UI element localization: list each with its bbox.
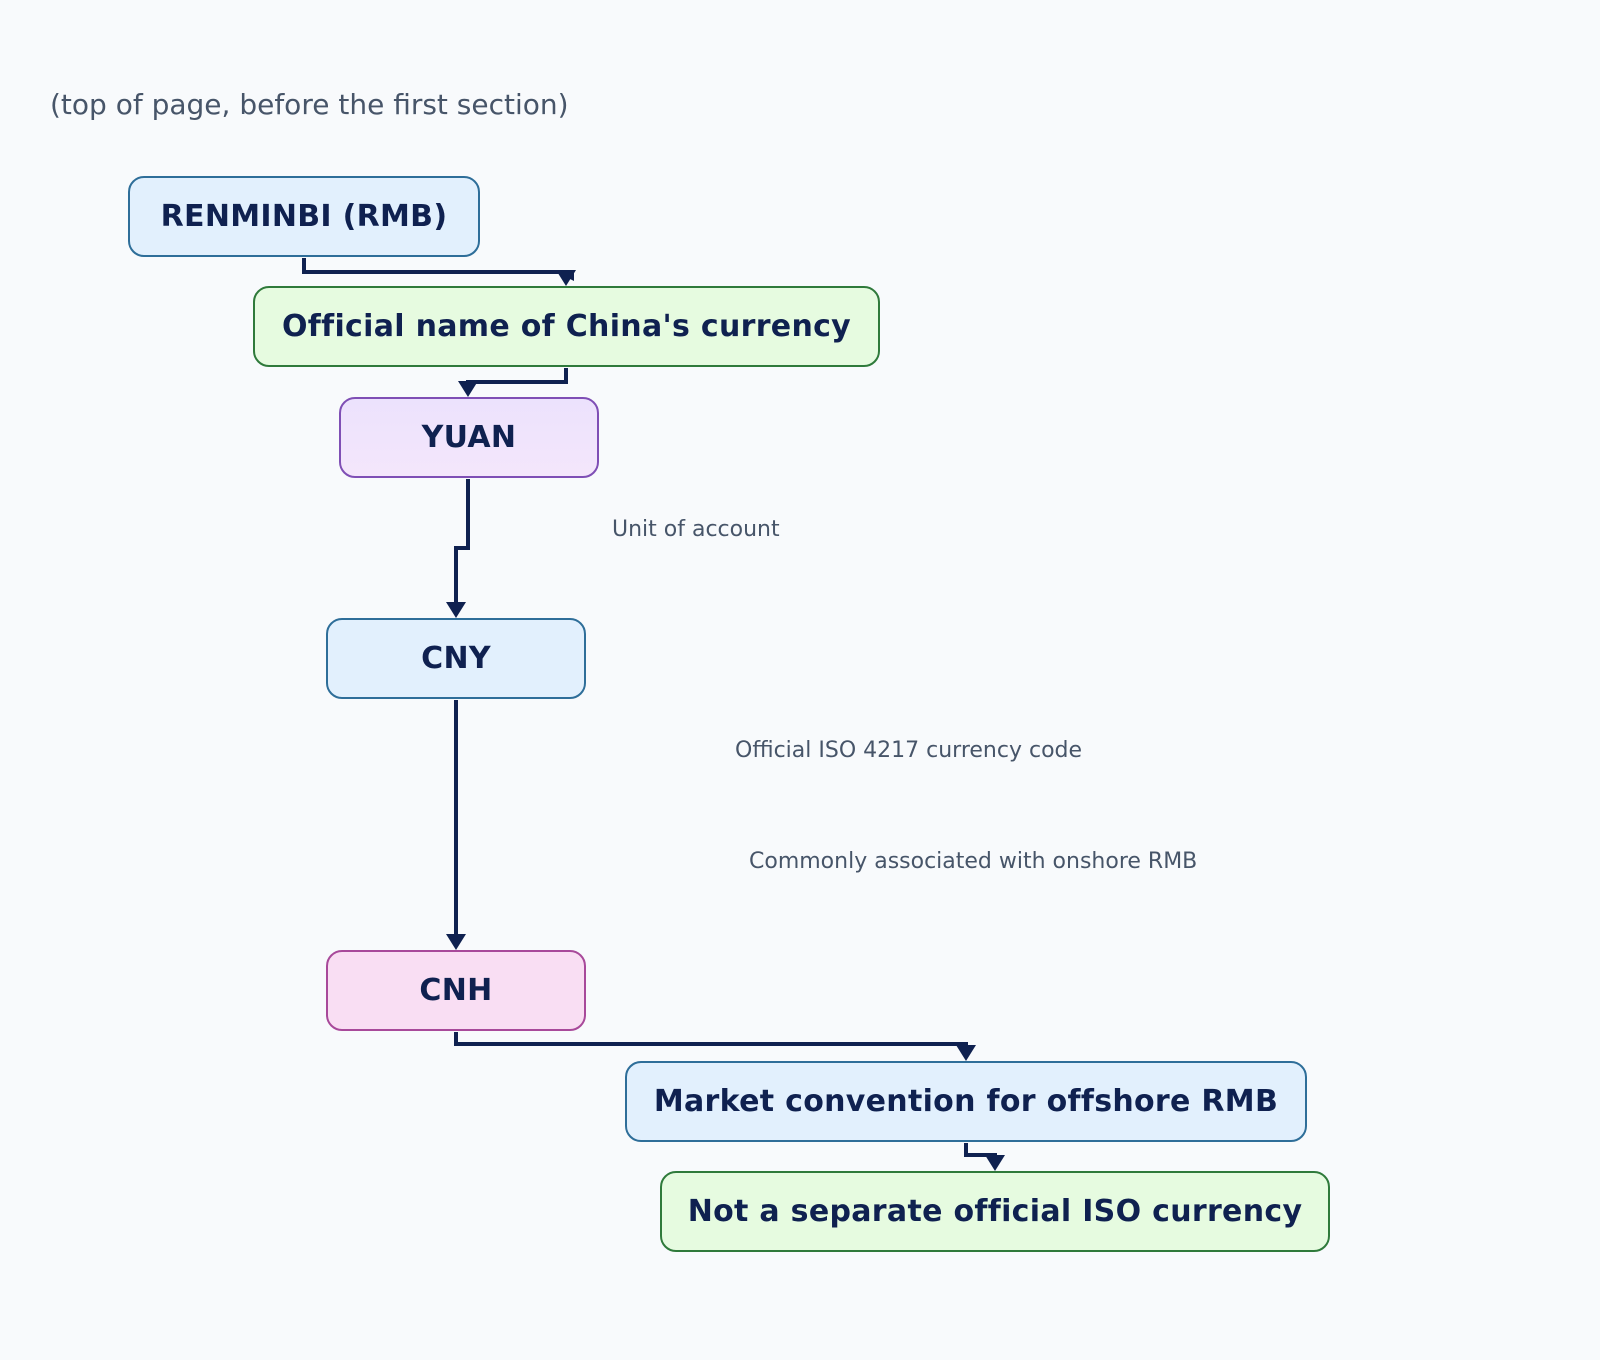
- node-market-convention: Market convention for offshore RMB: [625, 1061, 1307, 1142]
- edge-official-to-yuan: [466, 368, 568, 386]
- top-note: (top of page, before the first section): [50, 88, 569, 121]
- node-yuan: YUAN: [339, 397, 599, 478]
- arrowhead-rmb-to-official: [556, 270, 576, 286]
- edge-label-unit-of-account: Unit of account: [612, 517, 780, 542]
- node-renminbi: RENMINBI (RMB): [128, 176, 480, 257]
- edge-yuan-to-cny: [454, 479, 470, 606]
- edge-label-onshore: Commonly associated with onshore RMB: [749, 849, 1198, 874]
- arrowhead-official-to-yuan: [458, 381, 478, 397]
- edge-rmb-to-official: [302, 258, 574, 281]
- edge-cnh-to-market: [454, 1032, 968, 1049]
- node-not-iso: Not a separate official ISO currency: [660, 1171, 1330, 1252]
- node-cny: CNY: [326, 618, 586, 699]
- node-cnh: CNH: [326, 950, 586, 1031]
- edge-label-iso-code: Official ISO 4217 currency code: [735, 738, 1083, 763]
- arrowhead-cny-to-cnh: [446, 934, 466, 950]
- arrowhead-cnh-to-market: [956, 1045, 976, 1061]
- arrowhead-yuan-to-cny: [446, 602, 466, 618]
- node-official-name: Official name of China's currency: [253, 286, 880, 367]
- arrowhead-market-to-notiso: [985, 1155, 1005, 1171]
